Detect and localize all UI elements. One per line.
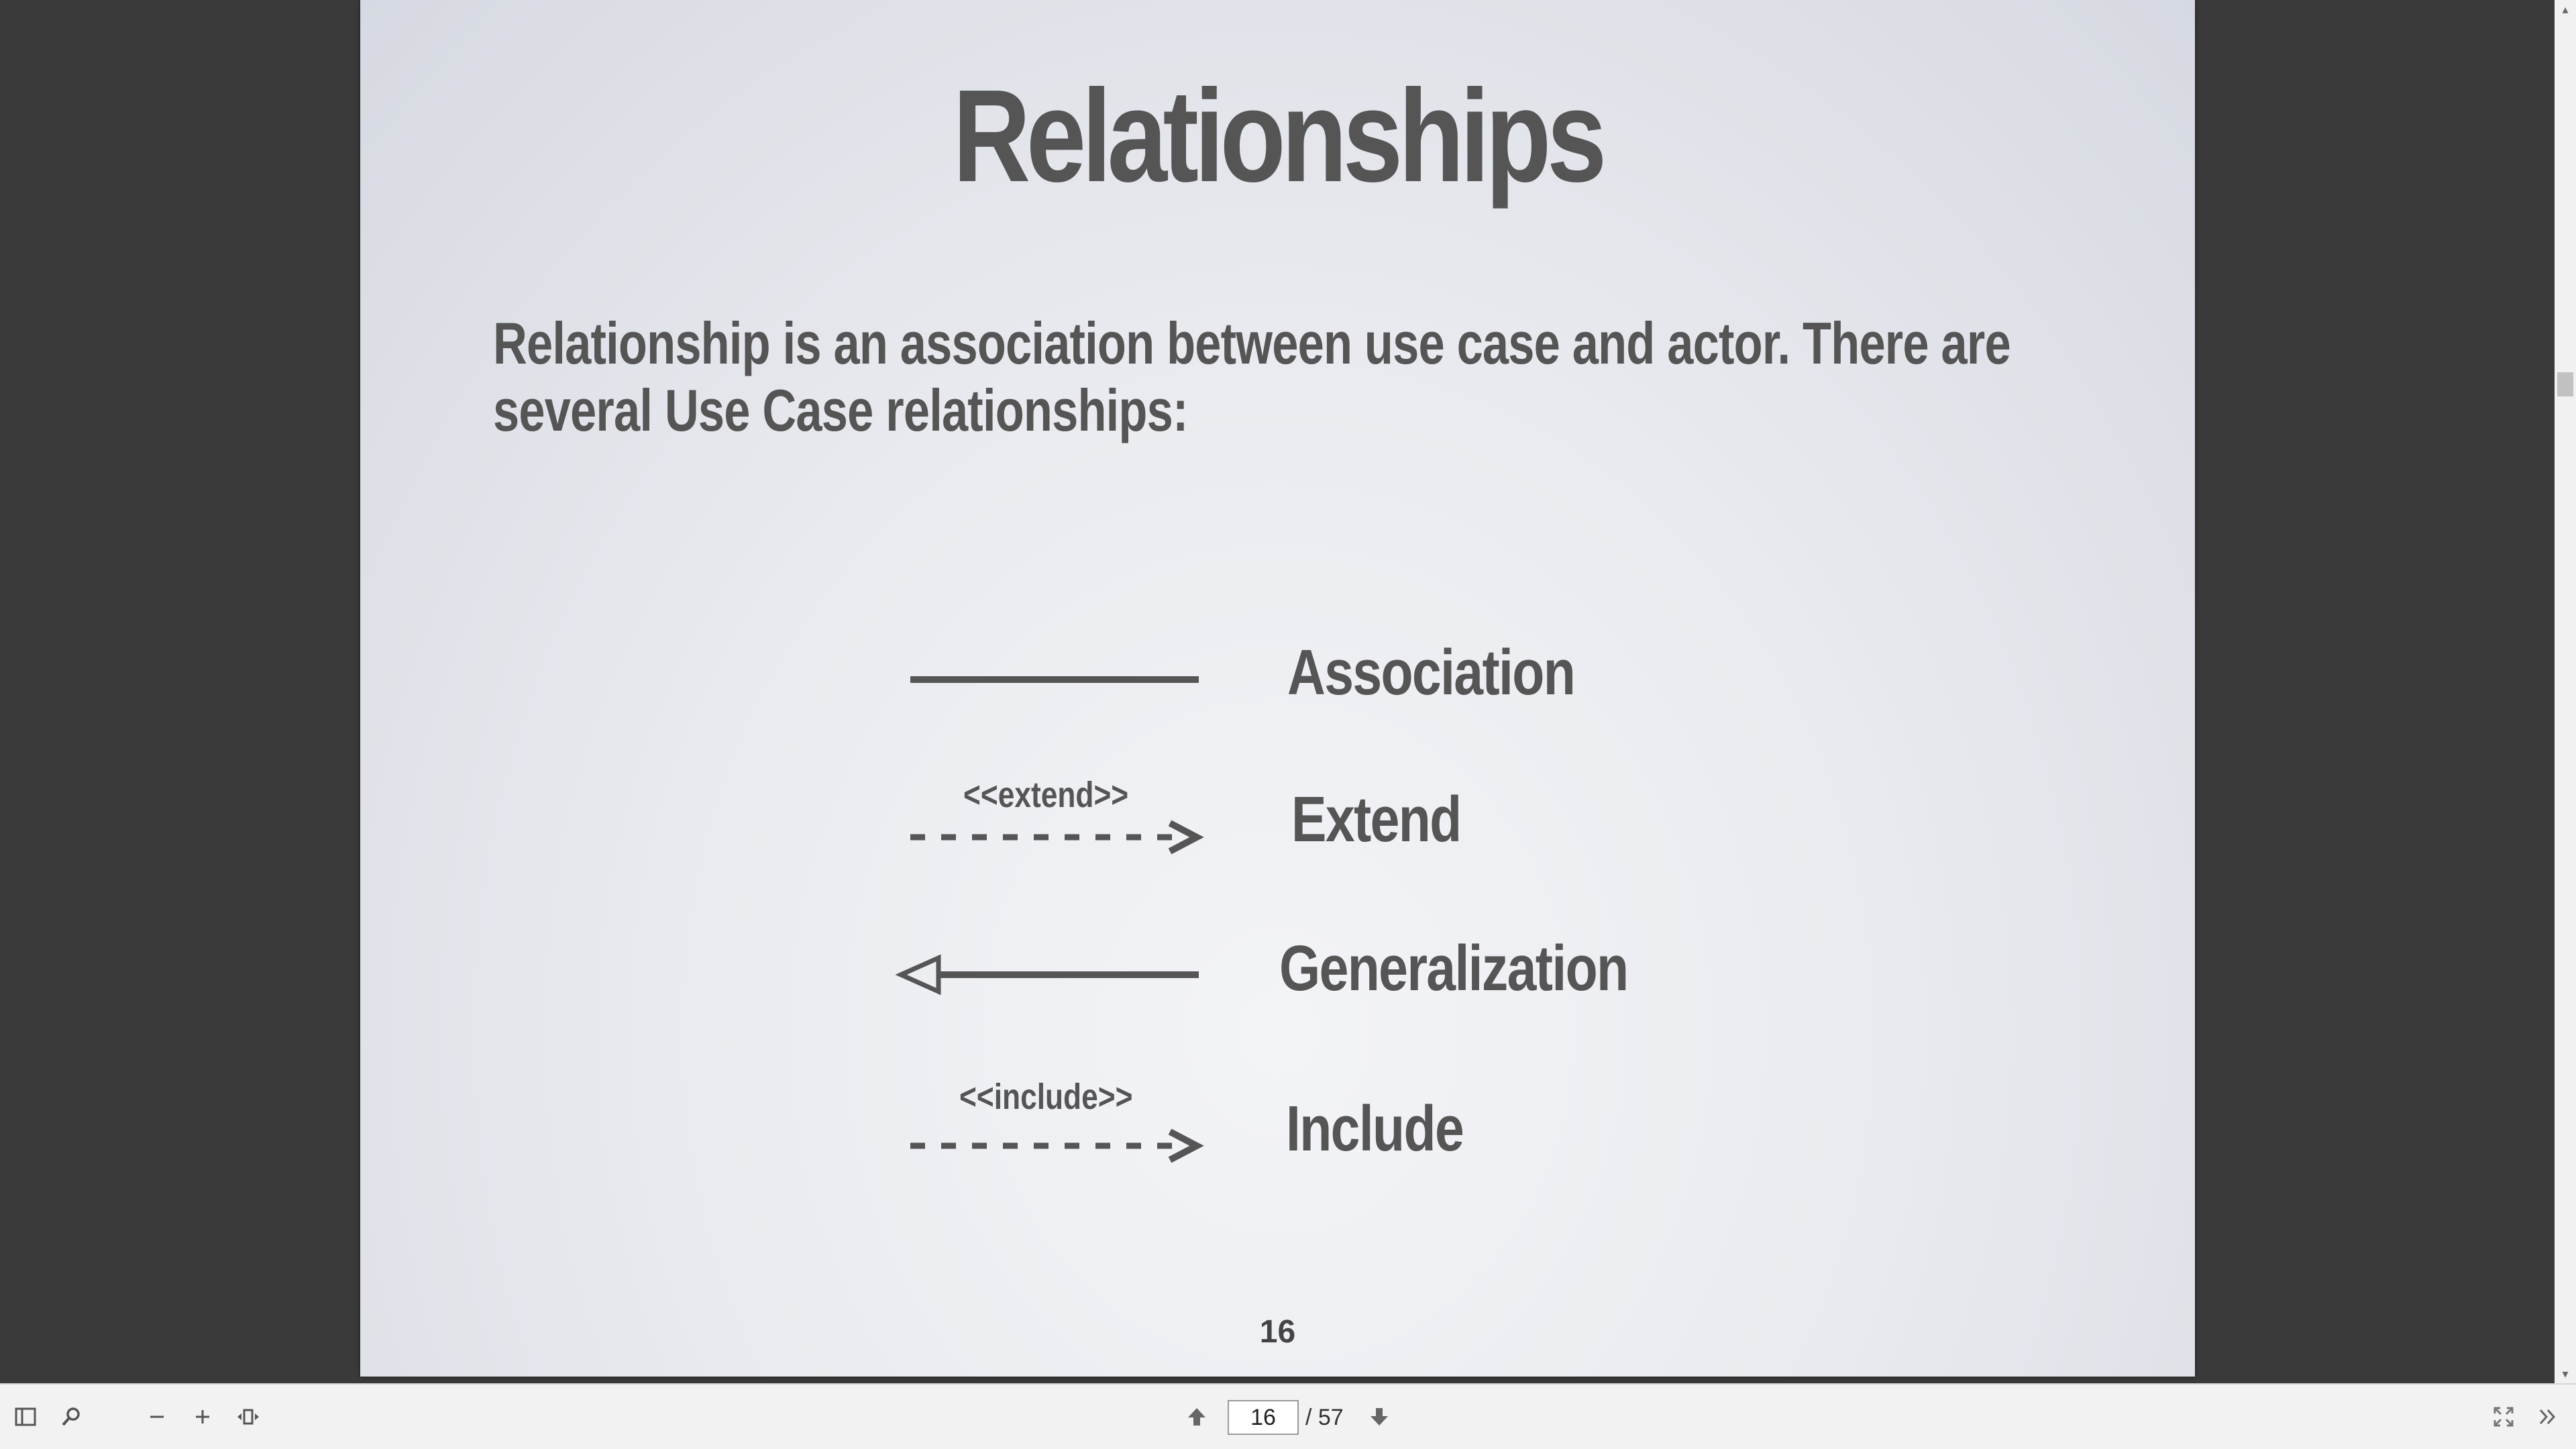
scroll-up-icon[interactable]: ▴ (2562, 3, 2569, 16)
page-total-label: / 57 (1305, 1405, 1344, 1430)
plus-icon (196, 1410, 209, 1424)
association-label: Association (1287, 637, 1576, 708)
extend-arrowhead (1168, 820, 1204, 855)
relationships-diagram (895, 676, 1204, 1163)
search-button[interactable] (52, 1398, 90, 1436)
scroll-thumb[interactable] (2557, 372, 2573, 396)
viewer-toolbar: / 57 (0, 1383, 2576, 1449)
generalization-triangle (895, 954, 941, 996)
zoom-out-button[interactable] (138, 1398, 176, 1436)
extend-stereotype-label: <<extend>> (963, 775, 1129, 815)
slide-title: Relationships (953, 62, 1607, 209)
previous-page-button[interactable] (1178, 1398, 1216, 1436)
arrow-up-icon (1188, 1408, 1205, 1426)
fullscreen-icon (2493, 1407, 2514, 1427)
fullscreen-button[interactable] (2485, 1398, 2522, 1436)
extend-label: Extend (1291, 784, 1462, 855)
sidebar-toggle-button[interactable] (7, 1398, 44, 1436)
minus-icon (150, 1415, 164, 1418)
include-label: Include (1286, 1093, 1464, 1165)
slide-page-number: 16 (1259, 1314, 1296, 1350)
include-arrowhead (1168, 1128, 1204, 1163)
zoom-in-button[interactable] (184, 1398, 221, 1436)
more-tools-button[interactable] (2529, 1398, 2567, 1436)
next-page-button[interactable] (1360, 1398, 1398, 1436)
sidebar-icon (15, 1407, 36, 1426)
generalization-label: Generalization (1279, 932, 1629, 1004)
scroll-down-icon[interactable]: ▾ (2562, 1367, 2569, 1381)
document-viewport[interactable]: Relationships Relationship is an associa… (0, 0, 2555, 1383)
search-icon (62, 1407, 80, 1426)
arrow-down-icon (1371, 1408, 1388, 1426)
page-number-input[interactable] (1228, 1400, 1299, 1435)
include-stereotype-label: <<include>> (959, 1077, 1133, 1117)
double-chevron-right-icon (2539, 1409, 2556, 1425)
slide-body-text: Relationship is an association between u… (493, 310, 2011, 443)
fit-width-button[interactable] (229, 1398, 267, 1436)
vertical-scrollbar[interactable]: ▴ ▾ (2555, 0, 2576, 1383)
fit-width-icon (237, 1409, 259, 1425)
slide-page: Relationships Relationship is an associa… (360, 0, 2195, 1377)
